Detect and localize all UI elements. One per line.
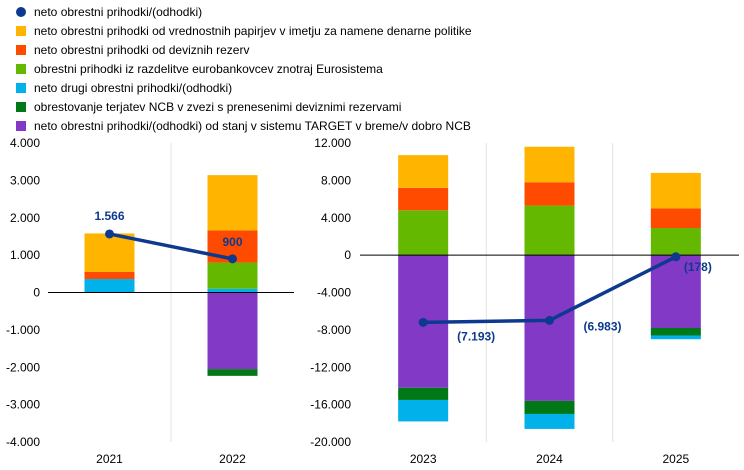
y-tick-label: 4.000 <box>10 136 40 150</box>
net-interest-point <box>105 229 114 239</box>
bar-segment-other <box>84 279 135 293</box>
legend-item: neto drugi obrestni prihodki/(odhodki) <box>6 78 472 97</box>
legend-item: neto obrestni prihodki/(odhodki) od stan… <box>6 116 472 135</box>
y-tick-label: -8.000 <box>317 323 351 337</box>
net-interest-point <box>228 254 237 264</box>
legend-label: neto obrestni prihodki/(odhodki) od stan… <box>34 118 471 133</box>
y-tick-label: 1.000 <box>10 248 40 262</box>
bar-segment-banknotes <box>398 210 449 256</box>
bar-segment-securities <box>207 175 258 231</box>
legend-swatch <box>16 101 26 112</box>
net-interest-point <box>671 252 681 262</box>
net-interest-label: 1.566 <box>94 209 124 223</box>
legend-label: neto obrestni prihodki od vrednostnih pa… <box>34 23 472 38</box>
bar-segment-fx <box>398 187 449 211</box>
y-tick-label: -12.000 <box>310 360 351 374</box>
net-interest-point <box>545 315 554 325</box>
bar-segment-fx <box>84 271 135 280</box>
bar-segment-ncb <box>398 387 449 400</box>
y-tick-label: 4.000 <box>321 211 351 225</box>
y-tick-label: 2.000 <box>10 211 40 225</box>
net-interest-label: (7.193) <box>457 329 495 343</box>
legend-label: neto obrestni prihodki/(odhodki) <box>34 4 203 19</box>
y-tick-label: -3.000 <box>6 398 40 412</box>
y-tick-label: -4.000 <box>6 435 40 449</box>
bar-segment-securities <box>398 155 449 188</box>
bar-segment-target <box>524 255 575 401</box>
bar-segment-banknotes <box>524 205 575 256</box>
y-tick-label: 8.000 <box>321 173 351 187</box>
legend-label: neto drugi obrestni prihodki/(odhodki) <box>34 80 233 95</box>
y-tick-label: 0 <box>344 248 351 262</box>
y-tick-label: -20.000 <box>310 435 351 449</box>
x-tick-label: 2022 <box>219 452 246 466</box>
legend-swatch <box>16 44 26 55</box>
bar-segment-target <box>650 255 701 329</box>
bar-segment-banknotes <box>650 228 701 256</box>
bar-segment-other <box>398 399 449 422</box>
x-tick-label: 2023 <box>410 452 437 466</box>
bar-segment-other <box>524 413 575 429</box>
y-tick-label: -16.000 <box>310 398 351 412</box>
bar-segment-ncb <box>524 400 575 414</box>
bar-segment-other <box>650 335 701 340</box>
y-tick-label: -2.000 <box>6 360 40 374</box>
legend-swatch <box>16 82 26 93</box>
y-tick-label: 3.000 <box>10 173 40 187</box>
bar-segment-banknotes <box>207 262 258 289</box>
net-interest-line <box>109 232 233 261</box>
legend-swatch <box>16 63 26 74</box>
y-tick-label: -1.000 <box>6 323 40 337</box>
legend-swatch <box>16 25 26 36</box>
net-interest-label: 900 <box>222 235 242 249</box>
bar-segment-target <box>207 292 258 370</box>
y-tick-label: 12.000 <box>314 136 351 150</box>
bar-segment-securities <box>650 172 701 209</box>
x-tick-label: 2021 <box>96 452 123 466</box>
legend-label: obrestovanje terjatev NCB v zvezi s pren… <box>34 99 402 114</box>
legend-label: neto obrestni prihodki od deviznih rezer… <box>34 42 250 57</box>
legend-item: neto obrestni prihodki/(odhodki) <box>6 2 472 21</box>
bar-segment-ncb <box>207 369 258 376</box>
bar-segment-fx <box>524 182 575 206</box>
bar-segment-securities <box>84 233 135 272</box>
bar-segment-fx <box>650 208 701 229</box>
legend-item: obrestovanje terjatev NCB v zvezi s pren… <box>6 97 472 116</box>
x-tick-label: 2025 <box>662 452 689 466</box>
bar-segment-ncb <box>650 328 701 336</box>
legend-item: obrestni prihodki iz razdelitve eurobank… <box>6 59 472 78</box>
legend-item: neto obrestni prihodki od deviznih rezer… <box>6 40 472 59</box>
legend-item: neto obrestni prihodki od vrednostnih pa… <box>6 21 472 40</box>
bar-segment-securities <box>524 146 575 183</box>
bar-segment-other <box>207 288 258 293</box>
x-tick-label: 2024 <box>536 452 563 466</box>
y-tick-label: 0 <box>33 286 40 300</box>
legend-swatch <box>16 120 26 131</box>
y-tick-label: -4.000 <box>317 286 351 300</box>
legend-label: obrestni prihodki iz razdelitve eurobank… <box>34 61 383 76</box>
chart-legend: neto obrestni prihodki/(odhodki) neto obr… <box>6 2 472 135</box>
net-interest-point <box>418 317 428 327</box>
net-interest-label: (6.983) <box>584 319 622 333</box>
legend-swatch <box>16 6 26 17</box>
net-interest-label: (178) <box>684 260 712 274</box>
